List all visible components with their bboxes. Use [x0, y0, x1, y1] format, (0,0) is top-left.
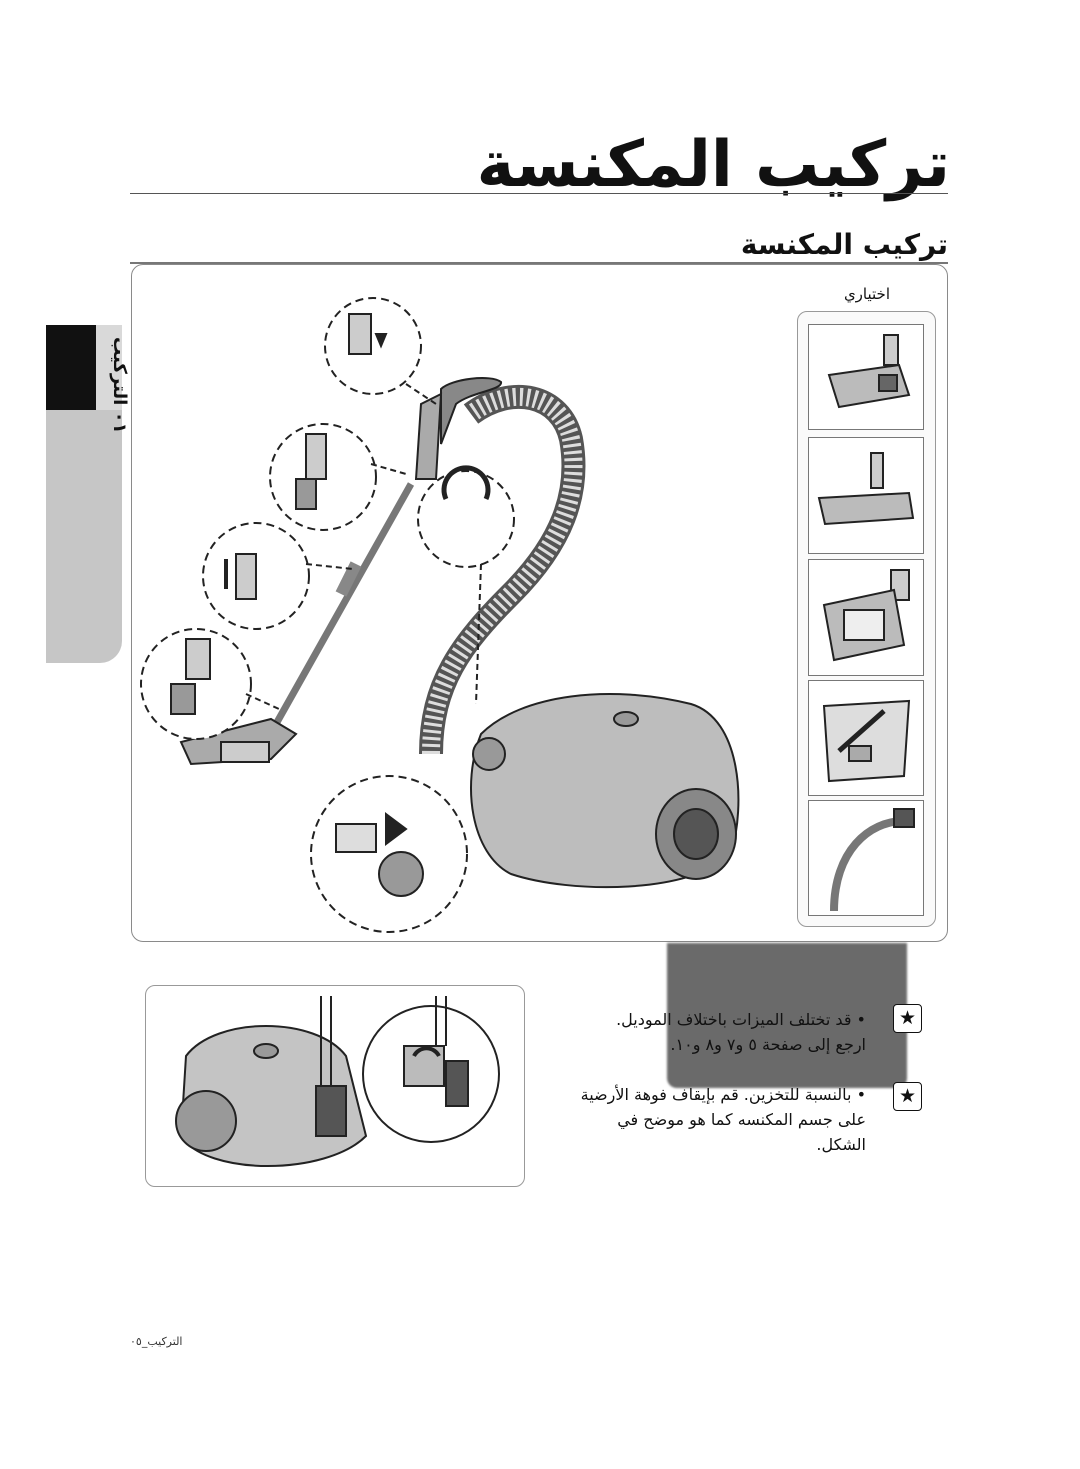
- parquet-brush-icon: [808, 437, 924, 554]
- title-divider: [130, 193, 948, 194]
- star-icon: ★: [893, 1004, 922, 1033]
- optional-accessories-panel: [797, 311, 936, 927]
- note-1: • قد تختلف الميزات باختلاف الموديل. ارجع…: [616, 1010, 866, 1054]
- section-divider: [130, 262, 948, 264]
- nozzle-storage-illustration: [145, 985, 525, 1187]
- turbo-brush-icon: [808, 559, 924, 676]
- chapter-side-tab: ٠١ التركيب: [46, 325, 130, 663]
- side-tab-grey: [46, 410, 122, 663]
- side-tab-label: ٠١ التركيب: [109, 337, 130, 434]
- side-tab-light: [96, 325, 122, 410]
- section-title: تركيب المكنسة: [740, 228, 948, 261]
- options-label: اختياري: [843, 285, 890, 303]
- dust-bag-icon: [808, 680, 924, 796]
- side-tab-dark: [46, 325, 96, 410]
- vacuum-cleaner-assembly-illustration: [140, 297, 740, 933]
- star-icon: ★: [893, 1082, 922, 1111]
- page-title: تركيب المكنسة: [476, 128, 951, 202]
- note-shading: [667, 943, 907, 1088]
- hose-icon: [808, 800, 924, 916]
- page-footer: التركيب_٠٥: [130, 1335, 183, 1348]
- floor-brush-icon: [808, 324, 924, 430]
- note-2: • بالنسبة للتخزين. قم بإيقاف فوهة الأرضي…: [580, 1085, 866, 1154]
